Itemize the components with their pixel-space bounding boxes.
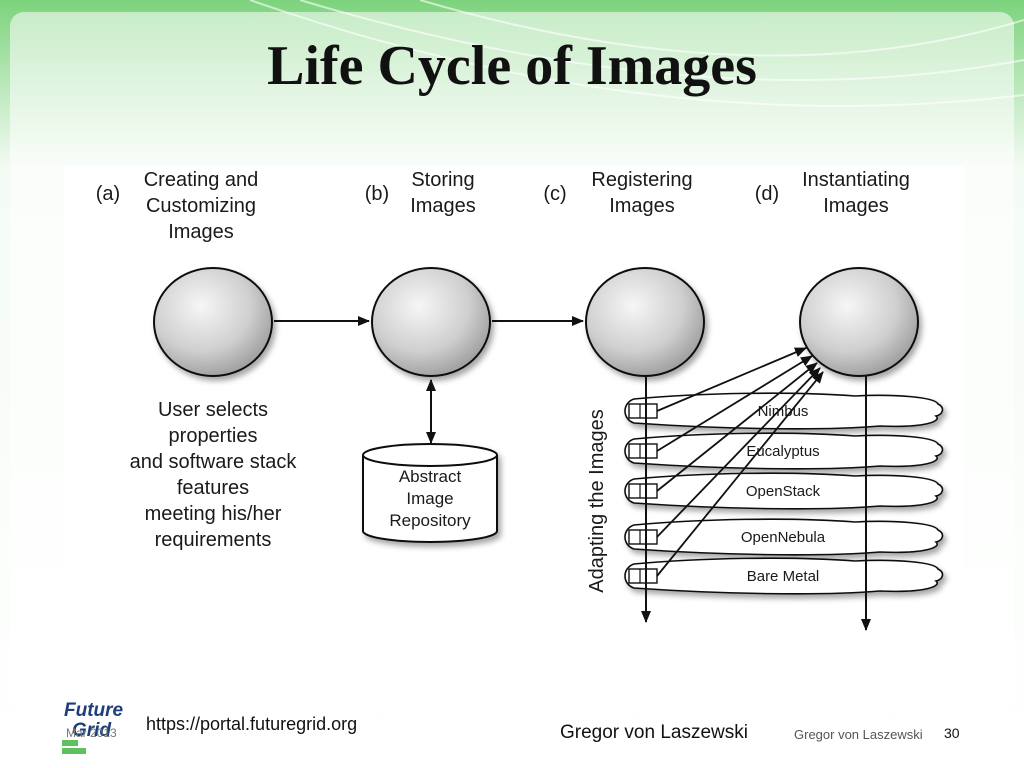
diagonal-arrows bbox=[656, 347, 824, 577]
arrow-bare-metal-to-instantiate bbox=[656, 371, 824, 577]
stage-label-b-line1: Storing bbox=[411, 169, 474, 191]
stage-label-a-line2: Customizing bbox=[146, 195, 256, 217]
footer-author-small: Gregor von Laszewski bbox=[794, 727, 923, 742]
stage-header-a: (a) Creating and Customizing Images bbox=[96, 169, 258, 243]
stage-a-description: User selects properties and software sta… bbox=[130, 399, 298, 551]
platform-blob bbox=[624, 432, 944, 470]
platform-blob bbox=[624, 557, 944, 595]
sphere-c bbox=[585, 267, 705, 377]
arrow-openstack-to-instantiate bbox=[656, 362, 818, 492]
arrow-opennebula-to-instantiate bbox=[656, 367, 821, 538]
stage-header-d: (d) Instantiating Images bbox=[755, 169, 910, 217]
adapting-label: Adapting the Images bbox=[586, 409, 608, 592]
logo-text-line1: Future bbox=[64, 700, 124, 721]
description-line6: requirements bbox=[155, 529, 272, 551]
slide-title: Life Cycle of Images bbox=[267, 35, 757, 97]
footer-author-large: Gregor von Laszewski bbox=[560, 722, 748, 743]
platform-layer-bare-metal: Bare Metal bbox=[624, 557, 944, 595]
footer-url-link[interactable]: https://portal.futuregrid.org bbox=[146, 714, 358, 734]
sphere-b bbox=[371, 267, 491, 377]
repository-label-line3: Repository bbox=[389, 511, 471, 530]
footer-date: Mar 2013 bbox=[66, 726, 117, 740]
stage-header-c: (c) Registering Images bbox=[543, 169, 692, 217]
platform-box-icon bbox=[628, 403, 658, 419]
platform-label-eucalyptus: Eucalyptus bbox=[746, 443, 819, 460]
stage-marker-d: (d) bbox=[755, 183, 779, 205]
repository-label-line2: Image bbox=[406, 489, 453, 508]
platform-blob bbox=[624, 392, 944, 430]
stage-label-d-line2: Images bbox=[823, 195, 889, 217]
arrow-eucalyptus-to-instantiate bbox=[656, 355, 813, 452]
stage-header-b: (b) Storing Images bbox=[365, 169, 476, 217]
platform-box-icon bbox=[628, 443, 658, 459]
stage-label-d-line1: Instantiating bbox=[802, 169, 910, 191]
logo-text-line2: Grid bbox=[72, 720, 111, 741]
platform-box-icon bbox=[628, 483, 658, 499]
stage-marker-c: (c) bbox=[543, 183, 566, 205]
description-line5: meeting his/her bbox=[145, 503, 282, 525]
stage-label-c-line2: Images bbox=[609, 195, 675, 217]
stage-label-a-line1: Creating and bbox=[144, 169, 259, 191]
platform-layers: NimbusEucalyptusOpenStackOpenNebulaBare … bbox=[624, 392, 944, 595]
sphere-d bbox=[799, 267, 919, 377]
platform-label-openstack: OpenStack bbox=[746, 483, 821, 500]
description-line2: properties bbox=[169, 425, 258, 447]
sphere-a bbox=[153, 267, 273, 377]
description-line4: features bbox=[177, 477, 249, 499]
stage-marker-b: (b) bbox=[365, 183, 389, 205]
platform-layer-eucalyptus: Eucalyptus bbox=[624, 432, 944, 470]
platform-blob bbox=[624, 472, 944, 510]
platform-box-icon bbox=[628, 529, 658, 545]
platform-label-bare-metal: Bare Metal bbox=[747, 568, 820, 585]
stage-label-b-line2: Images bbox=[410, 195, 476, 217]
description-line3: and software stack bbox=[130, 451, 298, 473]
description-line1: User selects bbox=[158, 399, 268, 421]
stage-label-c-line1: Registering bbox=[591, 169, 692, 191]
stage-marker-a: (a) bbox=[96, 183, 120, 205]
platform-label-nimbus: Nimbus bbox=[758, 403, 809, 420]
platform-layer-nimbus: Nimbus bbox=[624, 392, 944, 430]
platform-blob bbox=[624, 518, 944, 556]
page-number: 30 bbox=[944, 725, 960, 741]
futuregrid-logo: Future Grid bbox=[62, 700, 124, 754]
platform-box-icon bbox=[628, 568, 658, 584]
stage-label-a-line3: Images bbox=[168, 221, 234, 243]
arrow-nimbus-to-instantiate bbox=[656, 347, 807, 412]
repository-label-line1: Abstract bbox=[399, 467, 462, 486]
repository-cylinder bbox=[362, 443, 498, 543]
platform-layer-opennebula: OpenNebula bbox=[624, 518, 944, 556]
platform-label-opennebula: OpenNebula bbox=[741, 529, 826, 546]
